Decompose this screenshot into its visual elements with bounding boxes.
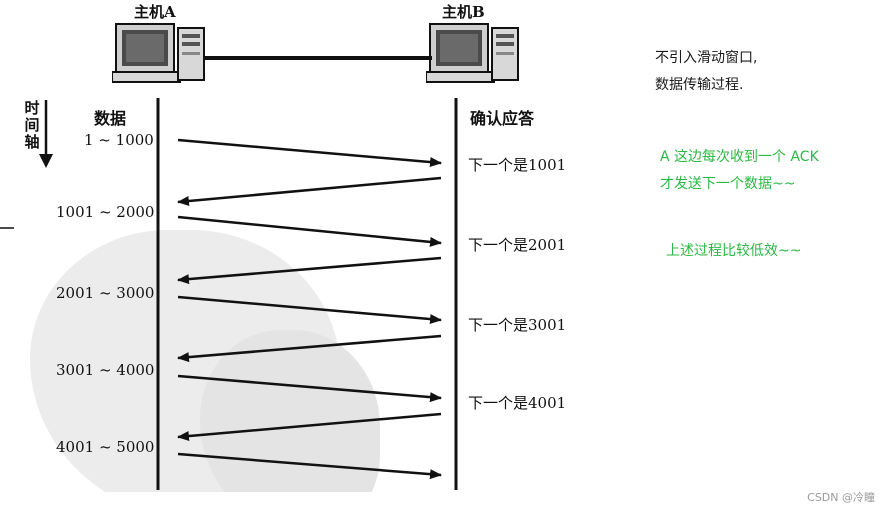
host-b-label: 主机B [442, 1, 485, 22]
green-note-block: A 这边每次收到一个 ACK 才发送下一个数据~~ [660, 144, 819, 198]
time-axis-char: 时 [24, 100, 40, 117]
segment-range-label: 1001 ~ 2000 [56, 203, 154, 221]
ack-label: 下一个是2001 [468, 234, 566, 255]
time-axis-char: 间 [24, 117, 40, 134]
down-arrow-icon [39, 154, 53, 168]
ack-arrow [178, 336, 441, 358]
note-line: 数据传输过程. [655, 72, 757, 99]
tcp-diagram: 主机A 主机B 时 间 轴 数据 确认应答 1 ~ 1000 1001 ~ 20… [0, 0, 618, 492]
data-column-header: 数据 [94, 105, 126, 129]
ack-column-header: 确认应答 [470, 105, 534, 129]
note-line: 不引入滑动窗口, [655, 45, 757, 72]
watermark: CSDN @冷瞳 [807, 489, 875, 505]
ack-arrow [178, 414, 441, 437]
green-note-line: A 这边每次收到一个 ACK [660, 144, 819, 171]
segment-range-label: 3001 ~ 4000 [56, 361, 154, 379]
data-arrow [178, 297, 441, 320]
data-arrow [178, 217, 441, 243]
segment-range-label: 2001 ~ 3000 [56, 284, 154, 302]
ack-label: 下一个是1001 [468, 154, 566, 175]
data-arrow [178, 140, 441, 163]
segment-range-label: 1 ~ 1000 [84, 131, 154, 149]
ack-label: 下一个是3001 [468, 314, 566, 335]
host-a-label: 主机A [134, 1, 176, 22]
data-arrow [178, 376, 441, 398]
ack-label: 下一个是4001 [468, 392, 566, 413]
time-axis-char: 轴 [24, 134, 40, 151]
green-note-line: 才发送下一个数据~~ [660, 171, 819, 198]
segment-range-label: 4001 ~ 5000 [56, 438, 154, 456]
green-note-summary: 上述过程比较低效~~ [666, 238, 801, 265]
note-block: 不引入滑动窗口, 数据传输过程. [655, 45, 757, 99]
data-arrow [178, 454, 441, 475]
ack-arrow [178, 258, 441, 280]
time-axis-label: 时 间 轴 [24, 100, 40, 151]
ack-arrow [178, 178, 441, 202]
